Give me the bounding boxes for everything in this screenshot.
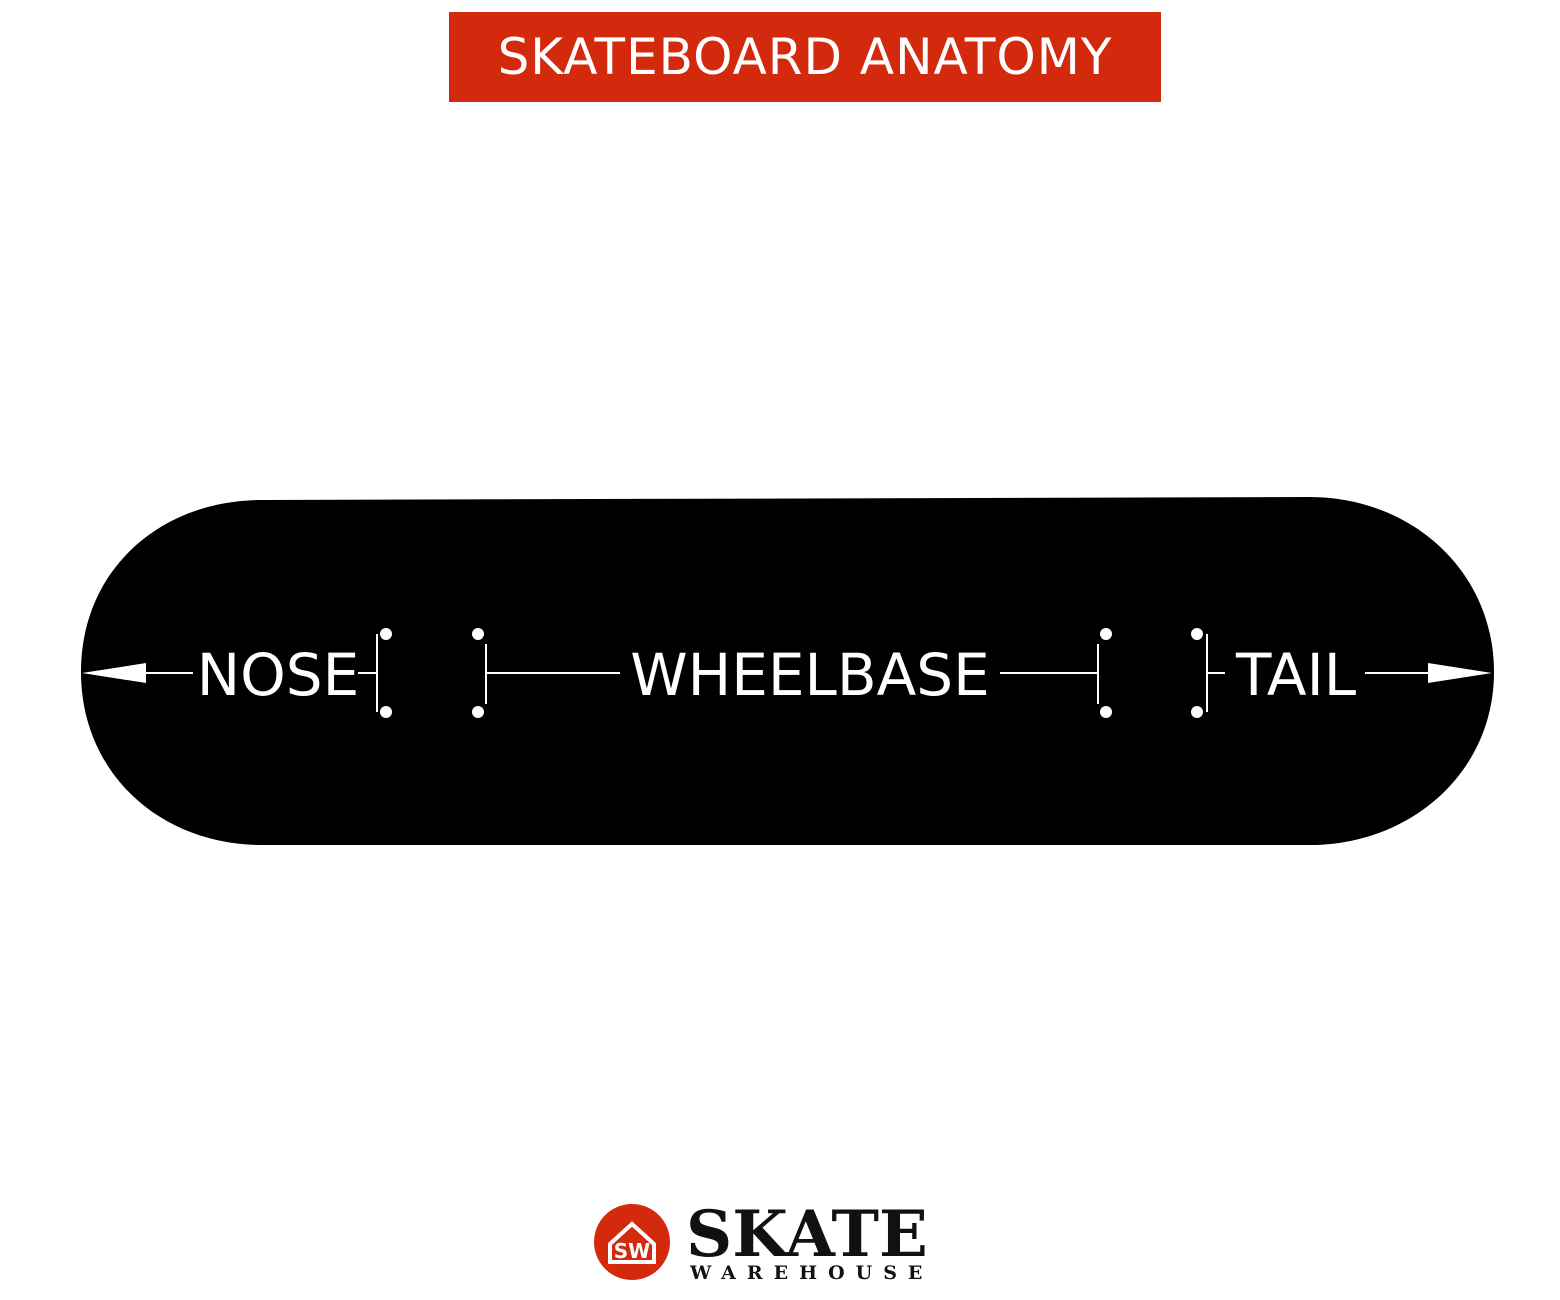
logo-name: SKATE: [686, 1197, 928, 1272]
skateboard-deck: [81, 497, 1494, 845]
skate-warehouse-logo: SW SKATE WAREHOUSE: [594, 1197, 933, 1284]
logo-monogram: SW: [614, 1239, 650, 1263]
nose-arrow: [82, 663, 193, 683]
rear-truck-mount: [1097, 628, 1203, 718]
wheelbase-label: WHEELBASE: [630, 641, 990, 709]
title-banner: SKATEBOARD ANATOMY: [449, 12, 1161, 102]
diagram-title: SKATEBOARD ANATOMY: [497, 28, 1113, 86]
nose-label: NOSE: [197, 641, 360, 709]
logo-house-icon: [608, 1221, 656, 1264]
logo-subname: WAREHOUSE: [689, 1262, 933, 1284]
tail-label: TAIL: [1235, 641, 1356, 709]
front-truck-mount: [380, 628, 487, 718]
tail-arrow: [1365, 663, 1492, 683]
nose-bracket: [358, 634, 378, 712]
tail-bracket: [1206, 634, 1225, 712]
